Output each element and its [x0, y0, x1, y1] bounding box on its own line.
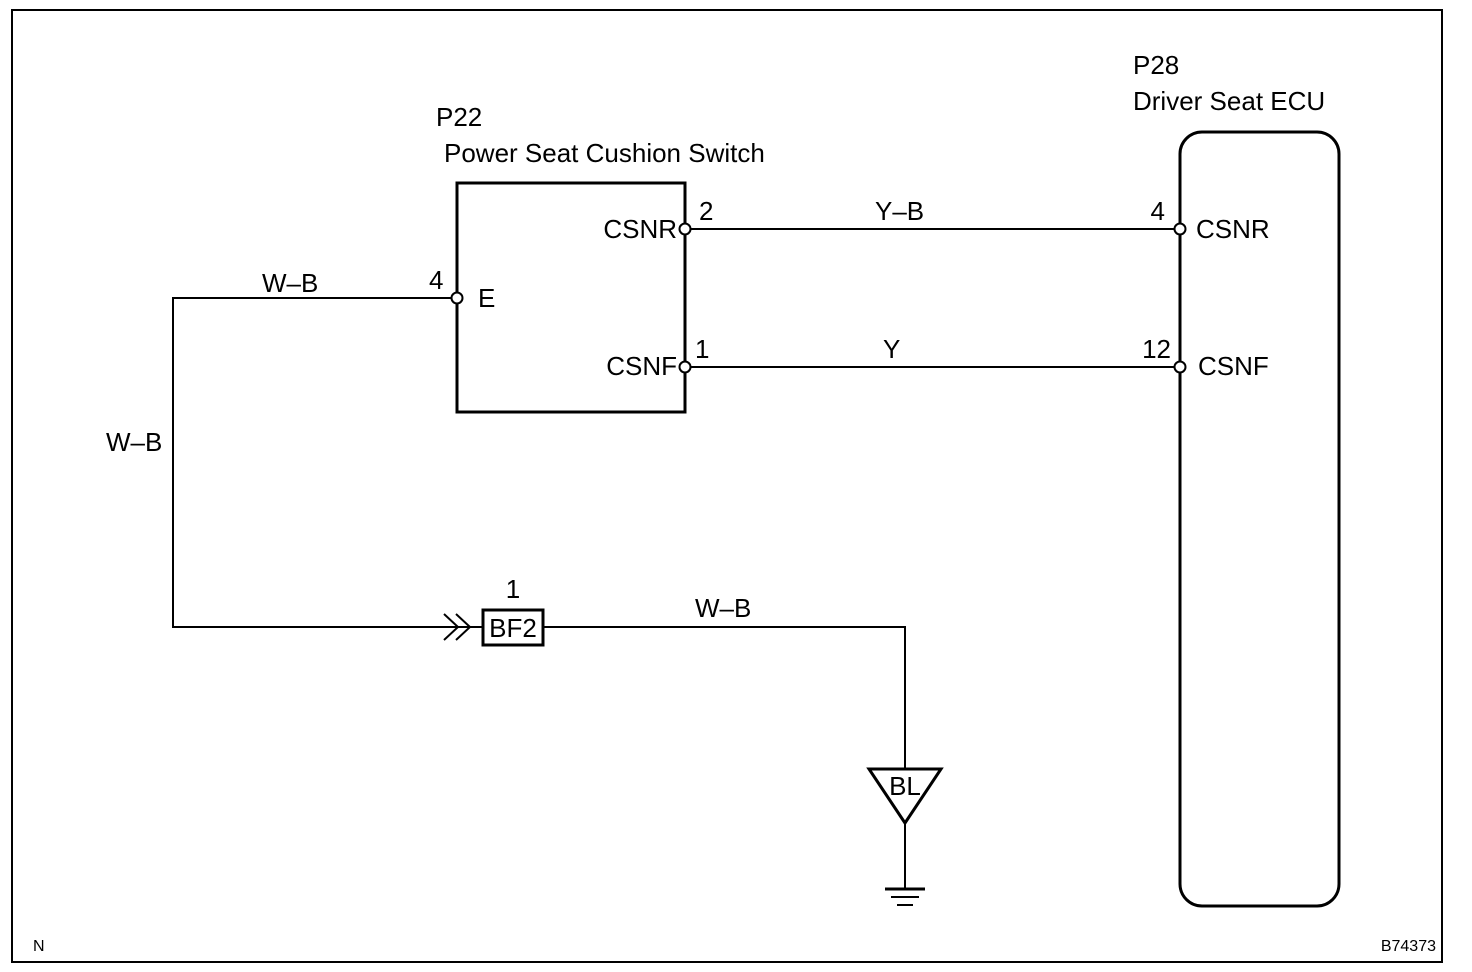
wire-csnf-color: Y [883, 334, 900, 364]
ground-symbol-icon [885, 887, 925, 906]
switch-pin-e-name: E [478, 283, 495, 313]
wire-csnr-color: Y–B [875, 196, 924, 226]
ecu-code: P28 [1133, 50, 1179, 80]
diagram-frame [11, 9, 1443, 963]
ground-point-triangle [866, 767, 944, 826]
connector-name: BF2 [489, 613, 537, 643]
wire-csnr: Y–B [685, 196, 1180, 230]
connector-pin: 1 [506, 574, 520, 604]
connector-bf2: BF2 1 [481, 574, 545, 647]
switch-code: P22 [436, 102, 482, 132]
figure-id: B74373 [1381, 938, 1436, 955]
wire-ground-right-color: W–B [695, 593, 751, 623]
wire-csnf: Y [685, 334, 1180, 368]
ecu-body [1178, 130, 1341, 908]
wire-ground-left-color: W–B [106, 427, 162, 457]
switch-pin-csnf-number: 1 [695, 334, 709, 364]
switch-name: Power Seat Cushion Switch [444, 138, 765, 168]
ecu-pin-csnf-terminal [1173, 360, 1187, 374]
ecu-name: Driver Seat ECU [1133, 86, 1325, 116]
switch-pin-csnf-name: CSNF [606, 351, 677, 381]
power-seat-cushion-switch: P22 Power Seat Cushion Switch CSNR 2 CSN… [429, 102, 765, 414]
ground-point-name: BL [889, 771, 921, 801]
switch-pin-csnr-number: 2 [699, 196, 713, 226]
ecu-pin-csnr-terminal [1173, 222, 1187, 236]
switch-pin-csnr-terminal [678, 222, 692, 236]
corner-label: N [33, 938, 45, 955]
switch-pin-e-terminal [450, 291, 464, 305]
switch-pin-csnf-terminal [678, 360, 692, 374]
ecu-pin-csnf-name: CSNF [1198, 351, 1269, 381]
ecu-pin-csnf-number: 12 [1142, 334, 1171, 364]
ecu-pin-csnr-number: 4 [1151, 196, 1165, 226]
switch-pin-e-number: 4 [429, 265, 443, 295]
ground-point-bl: BL [866, 767, 944, 906]
switch-pin-csnr-name: CSNR [603, 214, 677, 244]
driver-seat-ecu: P28 Driver Seat ECU CSNR 4 CSNF 12 [1133, 50, 1341, 908]
wire-ground-point: W–B [543, 593, 906, 769]
ecu-pin-csnr-name: CSNR [1196, 214, 1270, 244]
wire-ground: W–B W–B [106, 268, 483, 641]
wire-ground-top-color: W–B [262, 268, 318, 298]
